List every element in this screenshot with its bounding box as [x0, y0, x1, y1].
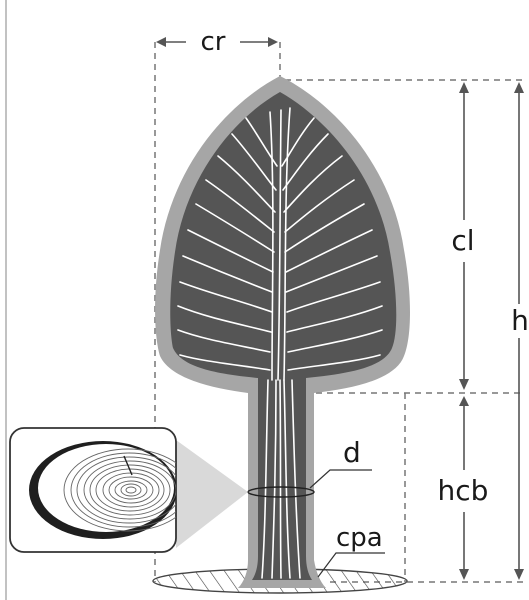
diameter-leader — [310, 470, 372, 488]
cross-section-inset — [10, 428, 192, 552]
label-h: h — [511, 304, 529, 337]
inset-connector — [176, 440, 248, 548]
label-cr: cr — [201, 27, 226, 57]
label-cpa: cpa — [336, 523, 383, 553]
label-d: d — [343, 436, 361, 469]
label-cl: cl — [451, 224, 474, 257]
label-hcb: hcb — [438, 474, 489, 507]
